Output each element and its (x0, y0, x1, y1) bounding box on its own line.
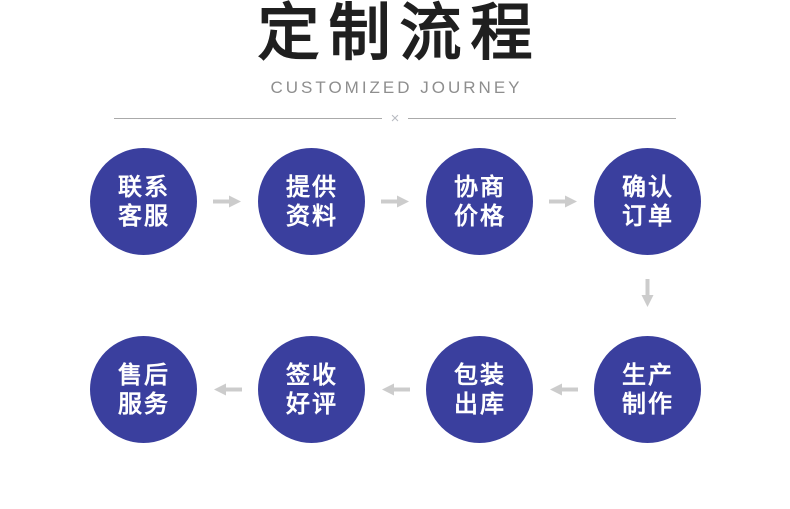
step-label-line: 客服 (118, 202, 170, 230)
step-negotiate-price: 协商 价格 (425, 148, 533, 255)
arrow-left-icon (213, 383, 242, 396)
step-pack-and-ship: 包装 出库 (425, 336, 533, 443)
connector-cell (365, 382, 426, 397)
arrow-right-icon (548, 195, 577, 208)
step-sign-and-review: 签收 好评 (257, 336, 365, 443)
step-production: 生产 制作 (593, 336, 701, 443)
arrow-right-icon (212, 195, 241, 208)
step-label-line: 订单 (622, 202, 674, 230)
step-label-line: 联系 (118, 173, 170, 201)
step-label-line: 制作 (622, 390, 674, 418)
flow-row-top: 联系 客服 提供 资料 协商 价格 确认 订单 (0, 148, 790, 255)
step-label-line: 提供 (286, 173, 338, 201)
header: 定制流程 CUSTOMIZED JOURNEY × (0, 0, 790, 126)
connector-cell (533, 382, 594, 397)
step-label-line: 好评 (286, 390, 338, 418)
flow-row-bottom: 售后 服务 签收 好评 包装 出库 生产 制作 (0, 336, 790, 443)
step-contact-service: 联系 客服 (89, 148, 197, 255)
connector-cell (197, 382, 258, 397)
step-confirm-order: 确认 订单 (593, 148, 701, 255)
step-label-line: 包装 (454, 361, 506, 389)
arrow-left-icon (549, 383, 578, 396)
step-label-line: 价格 (454, 202, 506, 230)
arrow-left-icon (381, 383, 410, 396)
arrow-down-icon (641, 279, 654, 307)
step-label-line: 资料 (286, 202, 338, 230)
divider-x-mark: × (390, 110, 400, 127)
connector-cell (365, 194, 426, 209)
step-label-line: 出库 (454, 390, 506, 418)
step-label-line: 协商 (454, 173, 506, 201)
step-after-sales-service: 售后 服务 (89, 336, 197, 443)
page-title: 定制流程 (257, 0, 542, 68)
step-label-line: 签收 (286, 361, 338, 389)
connector-cell (533, 194, 594, 209)
divider-line-right (408, 118, 677, 119)
step-label-line: 确认 (622, 173, 674, 201)
step-label-line: 售后 (118, 361, 170, 389)
step-provide-materials: 提供 资料 (257, 148, 365, 255)
page-subtitle: CUSTOMIZED JOURNEY (270, 78, 523, 97)
connector-down (640, 279, 655, 308)
step-label-line: 生产 (622, 361, 674, 389)
connector-cell (197, 194, 258, 209)
divider-line-left (114, 118, 382, 119)
divider: × (114, 110, 677, 127)
step-label-line: 服务 (118, 390, 170, 418)
arrow-right-icon (380, 195, 409, 208)
